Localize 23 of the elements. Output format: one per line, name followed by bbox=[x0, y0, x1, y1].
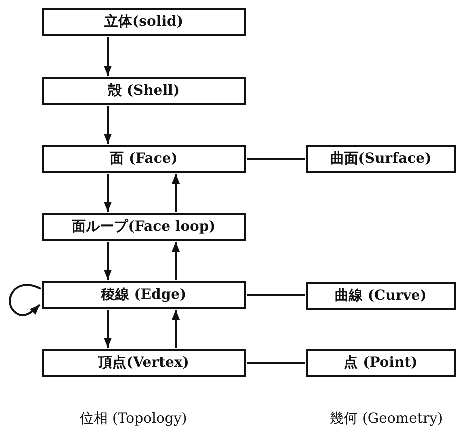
arrow bbox=[172, 242, 180, 280]
connector-line bbox=[247, 158, 305, 160]
entity-box: 曲線 (Curve) bbox=[306, 282, 456, 310]
arrow bbox=[104, 310, 112, 348]
loop-arrow bbox=[9, 284, 42, 316]
category-label: 幾何 (Geometry) bbox=[330, 410, 444, 428]
entity-box: 面ループ(Face loop) bbox=[42, 213, 246, 241]
arrow bbox=[104, 174, 112, 212]
arrow bbox=[104, 242, 112, 280]
arrow bbox=[172, 174, 180, 212]
entity-box: 面 (Face) bbox=[42, 145, 246, 173]
entity-box: 曲面(Surface) bbox=[306, 145, 456, 173]
connector-line bbox=[247, 362, 305, 364]
arrow bbox=[104, 106, 112, 144]
category-label: 位相 (Topology) bbox=[80, 410, 188, 428]
connector-line bbox=[247, 294, 305, 296]
entity-box: 点 (Point) bbox=[306, 349, 456, 377]
arrow bbox=[172, 310, 180, 348]
entity-box: 立体(solid) bbox=[42, 8, 246, 36]
entity-box: 殻 (Shell) bbox=[42, 77, 246, 105]
arrow bbox=[104, 37, 112, 76]
entity-box: 稜線 (Edge) bbox=[42, 281, 246, 309]
entity-box: 頂点(Vertex) bbox=[42, 349, 246, 377]
